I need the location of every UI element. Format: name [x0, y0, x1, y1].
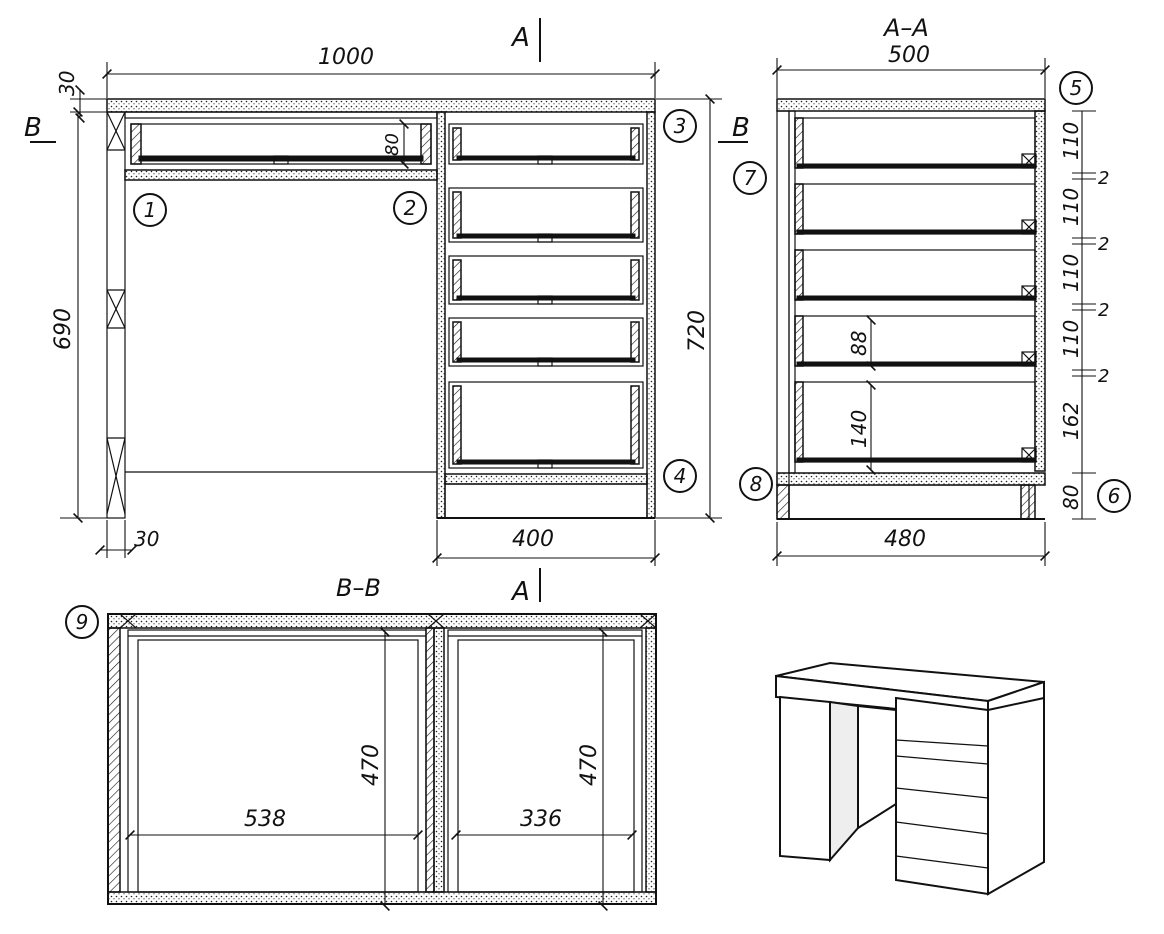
dim-front-width: 1000 [318, 45, 374, 70]
desk-top-board [106, 98, 656, 113]
callout-group: 1 2 3 4 5 6 7 8 9 [65, 71, 1131, 639]
dim-gap-1: 2 [1098, 168, 1109, 189]
dim-top-thickness: 30 [55, 71, 79, 96]
callout-1: 1 [133, 193, 167, 227]
dim-drawer-front-height: 80 [382, 133, 403, 156]
dim-drawer-2: 110 [1059, 188, 1083, 226]
dim-cabinet-width: 400 [512, 527, 554, 552]
dim-drawer-1: 110 [1059, 122, 1083, 160]
dim-drawer-3: 110 [1059, 254, 1083, 292]
front-drawer-stack [448, 123, 644, 469]
callout-label: 2 [404, 196, 417, 220]
callout-label: 1 [144, 198, 157, 222]
section-mark-a-top: A [510, 23, 530, 53]
section-drawer-stack [794, 117, 1037, 463]
callout-label: 7 [744, 166, 757, 190]
dim-drawer-bottom: 162 [1059, 402, 1083, 440]
callout-label: 4 [674, 464, 687, 488]
left-leg [106, 111, 126, 519]
front-drawer [448, 255, 644, 305]
dim-plan-width-left: 538 [244, 807, 286, 832]
dim-plan-depth-right: 470 [577, 744, 602, 786]
front-view [106, 98, 656, 519]
front-drawer [448, 381, 644, 469]
dim-plan-depth-left: 470 [359, 744, 384, 786]
section-mark-b-right: B [732, 113, 750, 143]
dim-leg-height: 690 [51, 308, 76, 350]
section-mark-a-bottom: A [510, 577, 530, 607]
cabinet-left-panel [436, 111, 446, 519]
callout-4: 4 [663, 459, 697, 493]
callout-label: 5 [1070, 76, 1083, 100]
section-aa-view [776, 98, 1046, 520]
callout-9: 9 [65, 605, 99, 639]
front-drawer [448, 123, 644, 165]
front-drawer [448, 317, 644, 367]
dim-plan-width-right: 336 [520, 807, 562, 832]
dimension-lines [30, 18, 1096, 602]
desk-isometric-sketch [775, 661, 1045, 896]
callout-5: 5 [1059, 71, 1093, 105]
section-drawer [794, 183, 1037, 235]
dim-side-base-depth: 480 [884, 527, 926, 552]
section-drawer [794, 117, 1037, 169]
section-aa-title: A–A [882, 14, 929, 42]
dim-leg-width: 30 [134, 527, 159, 551]
cabinet-right-panel [646, 111, 656, 519]
callout-7: 7 [733, 161, 767, 195]
dim-inner-88: 88 [847, 331, 871, 356]
dim-gap-3: 2 [1098, 300, 1109, 321]
callout-label: 6 [1108, 484, 1121, 508]
section-drawer [794, 315, 1037, 367]
dim-gap-4: 2 [1098, 366, 1109, 387]
callout-label: 3 [674, 114, 687, 138]
section-drawer [794, 249, 1037, 301]
labels: A A B B A–A B–B 1000 500 400 480 30 538 … [24, 14, 1109, 832]
callout-8: 8 [739, 467, 773, 501]
callout-label: 9 [76, 610, 89, 634]
callout-2: 2 [393, 191, 427, 225]
dim-side-depth: 500 [888, 43, 930, 68]
section-bb-title: B–B [336, 574, 381, 602]
dim-cabinet-height: 720 [685, 310, 710, 352]
dim-gap-2: 2 [1098, 234, 1109, 255]
dim-inner-140: 140 [847, 410, 871, 448]
front-drawer [448, 187, 644, 243]
section-mark-b-left: B [24, 113, 42, 143]
dim-drawer-4: 110 [1059, 320, 1083, 358]
callout-label: 8 [750, 472, 763, 496]
section-drawer [794, 381, 1037, 463]
section-bb-view [107, 613, 657, 911]
callout-3: 3 [663, 109, 697, 143]
dim-plinth: 80 [1059, 485, 1083, 510]
callout-6: 6 [1097, 479, 1131, 513]
